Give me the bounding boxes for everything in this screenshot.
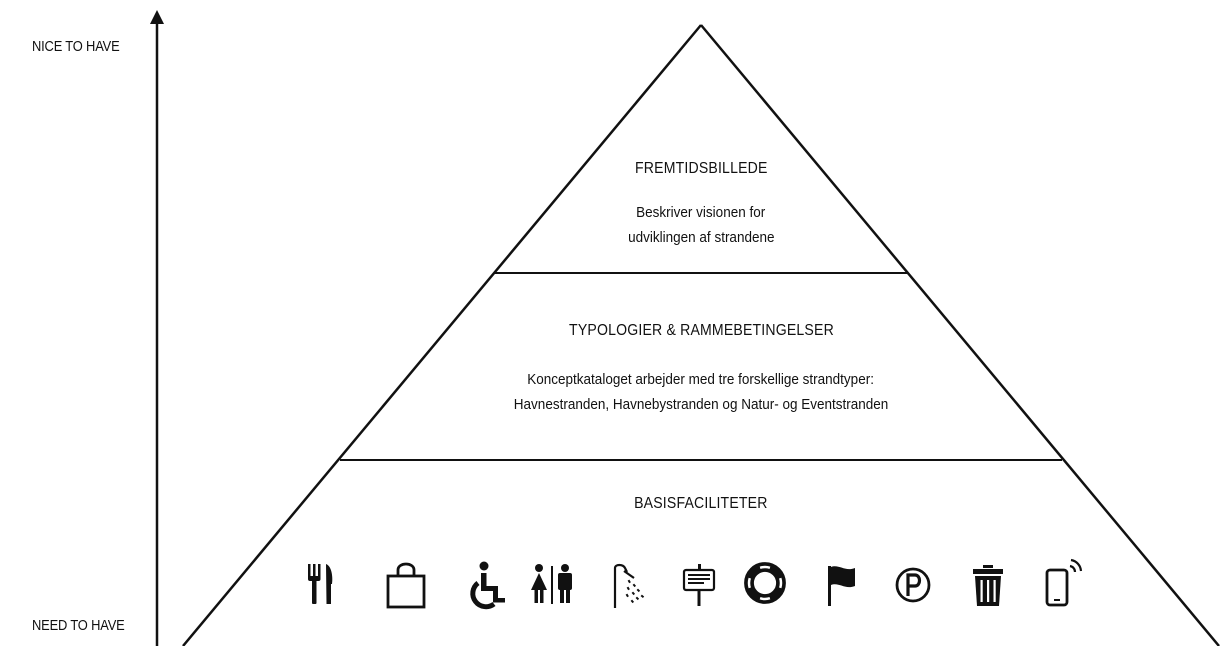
mobile-signal-icon	[1040, 556, 1090, 616]
lifebuoy-icon	[740, 556, 790, 616]
tier-vision-desc-line2: udviklingen af strandene	[627, 229, 775, 246]
tier-basic-facilities: BASISFACILITETER	[101, 495, 1230, 513]
tier-typologies: TYPOLOGIER & RAMMEBETINGELSER	[101, 322, 1230, 340]
wheelchair-icon	[464, 556, 514, 616]
toilet-icon	[527, 556, 577, 616]
shower-icon	[607, 556, 657, 616]
need-to-have-label: NEED TO HAVE	[32, 617, 125, 634]
shopping-bag-icon	[381, 556, 431, 616]
tier-vision: FREMTIDSBILLEDE	[101, 160, 1230, 178]
tier-vision-desc-line1: Beskriver visionen for	[636, 204, 766, 221]
tier-typologies-desc-line2: Havnestranden, Havnebystranden og Natur-…	[513, 396, 889, 413]
restaurant-icon	[298, 556, 348, 616]
trash-can-icon	[963, 556, 1013, 616]
tier-vision-title: FREMTIDSBILLEDE	[634, 160, 768, 177]
info-sign-icon	[676, 556, 726, 616]
parking-icon	[888, 556, 938, 616]
tier-typologies-title: TYPOLOGIER & RAMMEBETINGELSER	[568, 322, 834, 339]
tier-typologies-description: Konceptkataloget arbejder med tre forske…	[101, 367, 1230, 417]
priority-axis-arrowhead	[150, 10, 164, 24]
pyramid-left-edge	[182, 24, 702, 646]
flag-icon	[819, 556, 869, 616]
tier-vision-description: Beskriver visionen for udviklingen af st…	[101, 200, 1230, 250]
tier-typologies-desc-line1: Konceptkataloget arbejder med tre forske…	[527, 371, 875, 388]
pyramid-right-edge	[700, 24, 1220, 646]
tier-basic-facilities-title: BASISFACILITETER	[634, 495, 768, 512]
nice-to-have-label: NICE TO HAVE	[32, 38, 120, 55]
